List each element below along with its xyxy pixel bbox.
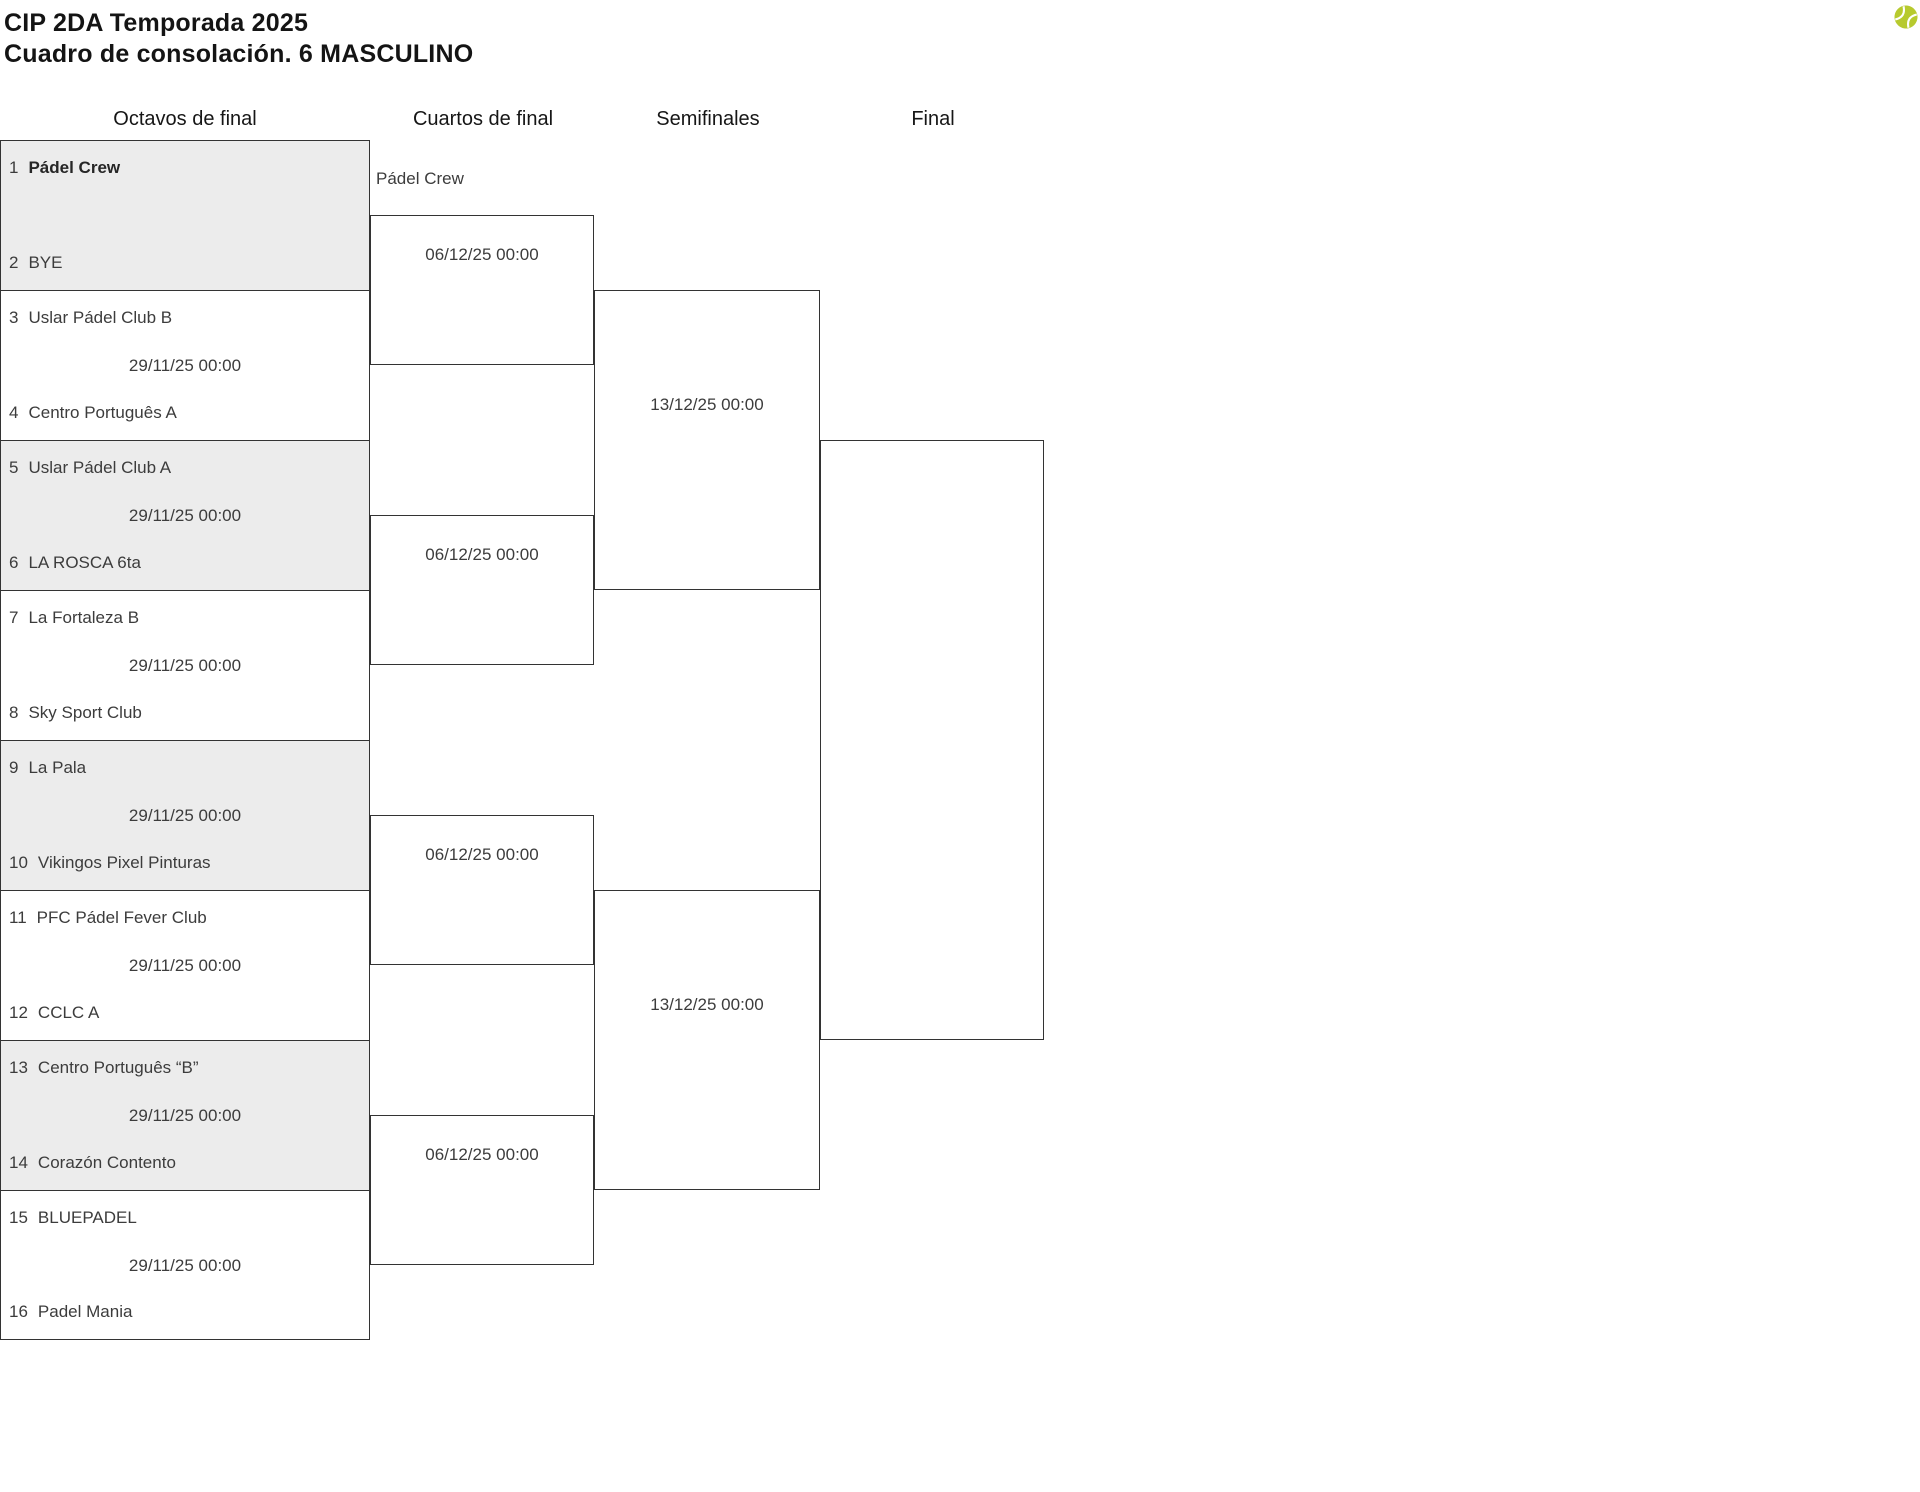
team-name: Corazón Contento [37,1153,176,1172]
match-box-octavos-2: 3 Uslar Pádel Club B 29/11/25 00:00 4 Ce… [0,290,370,440]
team-row: 8 Sky Sport Club [1,703,369,723]
team-name: Uslar Pádel Club A [28,458,172,477]
match-box-cuartos-2: 06/12/25 00:00 [370,515,594,665]
match-date: 06/12/25 00:00 [425,545,539,564]
team-name: La Fortaleza B [28,608,140,627]
seed-number: 5 [9,458,19,477]
team-row: 15 BLUEPADEL [1,1208,369,1228]
team-row: 2 BYE [1,253,369,273]
match-box-octavos-6: 11 PFC Pádel Fever Club 29/11/25 00:00 1… [0,890,370,1040]
match-date: 13/12/25 00:00 [650,995,764,1014]
match-box-octavos-3: 5 Uslar Pádel Club A 29/11/25 00:00 6 LA… [0,440,370,590]
seed-number: 3 [9,308,19,327]
match-date: 29/11/25 00:00 [128,356,242,375]
team-name: CCLC A [37,1003,100,1022]
seed-number: 1 [9,158,19,177]
seed-number: 7 [9,608,19,627]
match-box-final [820,440,1044,1040]
round-header-final: Final [911,108,955,130]
match-date: 29/11/25 00:00 [128,506,242,525]
round-header-semifinales: Semifinales [656,108,760,130]
match-date: 06/12/25 00:00 [425,845,539,864]
advanced-team-label: Pádel Crew [376,169,464,188]
seed-number: 6 [9,553,19,572]
team-name: Centro Português A [28,403,177,422]
team-name: BLUEPADEL [37,1208,137,1227]
team-row: 9 La Pala [1,758,369,778]
seed-number: 10 [9,853,28,872]
round-header-octavos: Octavos de final [113,108,257,130]
match-date: 29/11/25 00:00 [128,1106,242,1125]
team-name: Uslar Pádel Club B [28,308,173,327]
match-date: 13/12/25 00:00 [650,395,764,414]
match-box-semifinal-2: 13/12/25 00:00 [594,890,820,1190]
team-row: 12 CCLC A [1,1003,369,1023]
team-name: Padel Mania [37,1302,133,1321]
match-date: 29/11/25 00:00 [128,1256,242,1275]
team-name: Sky Sport Club [28,703,142,722]
padel-ball-icon [1894,5,1918,29]
match-date: 06/12/25 00:00 [425,1145,539,1164]
team-name: LA ROSCA 6ta [28,553,141,572]
team-row: 14 Corazón Contento [1,1153,369,1173]
round-header-cuartos: Cuartos de final [412,108,554,130]
seed-number: 8 [9,703,19,722]
match-box-cuartos-4: 06/12/25 00:00 [370,1115,594,1265]
team-row: 4 Centro Português A [1,403,369,423]
match-date: 06/12/25 00:00 [425,245,539,264]
seed-number: 9 [9,758,19,777]
team-row: 3 Uslar Pádel Club B [1,308,369,328]
match-box-octavos-1: 1 Pádel Crew 2 BYE [0,140,370,290]
match-box-octavos-8: 15 BLUEPADEL 29/11/25 00:00 16 Padel Man… [0,1190,370,1340]
seed-number: 12 [9,1003,28,1022]
match-box-cuartos-3: 06/12/25 00:00 [370,815,594,965]
team-name: La Pala [28,758,87,777]
team-name: PFC Pádel Fever Club [36,908,207,927]
team-name: Pádel Crew [28,158,121,177]
seed-number: 4 [9,403,19,422]
seed-number: 16 [9,1302,28,1321]
match-date: 29/11/25 00:00 [128,956,242,975]
match-date: 29/11/25 00:00 [128,656,242,675]
match-box-octavos-5: 9 La Pala 29/11/25 00:00 10 Vikingos Pix… [0,740,370,890]
tournament-title: CIP 2DA Temporada 2025 [4,9,309,37]
team-name: BYE [28,253,63,272]
seed-number: 14 [9,1153,28,1172]
match-box-octavos-7: 13 Centro Português “B” 29/11/25 00:00 1… [0,1040,370,1190]
team-row: 10 Vikingos Pixel Pinturas [1,853,369,873]
match-box-cuartos-1: 06/12/25 00:00 [370,215,594,365]
team-row: 11 PFC Pádel Fever Club [1,908,369,928]
match-date: 29/11/25 00:00 [128,806,242,825]
team-row: 6 LA ROSCA 6ta [1,553,369,573]
team-row: 13 Centro Português “B” [1,1058,369,1078]
team-row: 16 Padel Mania [1,1302,369,1322]
seed-number: 11 [9,908,27,927]
match-box-octavos-4: 7 La Fortaleza B 29/11/25 00:00 8 Sky Sp… [0,590,370,740]
team-row: 1 Pádel Crew [1,158,369,178]
seed-number: 2 [9,253,19,272]
team-name: Vikingos Pixel Pinturas [37,853,211,872]
seed-number: 15 [9,1208,28,1227]
seed-number: 13 [9,1058,28,1077]
team-name: Centro Português “B” [37,1058,199,1077]
bracket-subtitle: Cuadro de consolación. 6 MASCULINO [4,40,474,68]
team-row: 7 La Fortaleza B [1,608,369,628]
team-row: 5 Uslar Pádel Club A [1,458,369,478]
match-box-semifinal-1: 13/12/25 00:00 [594,290,820,590]
